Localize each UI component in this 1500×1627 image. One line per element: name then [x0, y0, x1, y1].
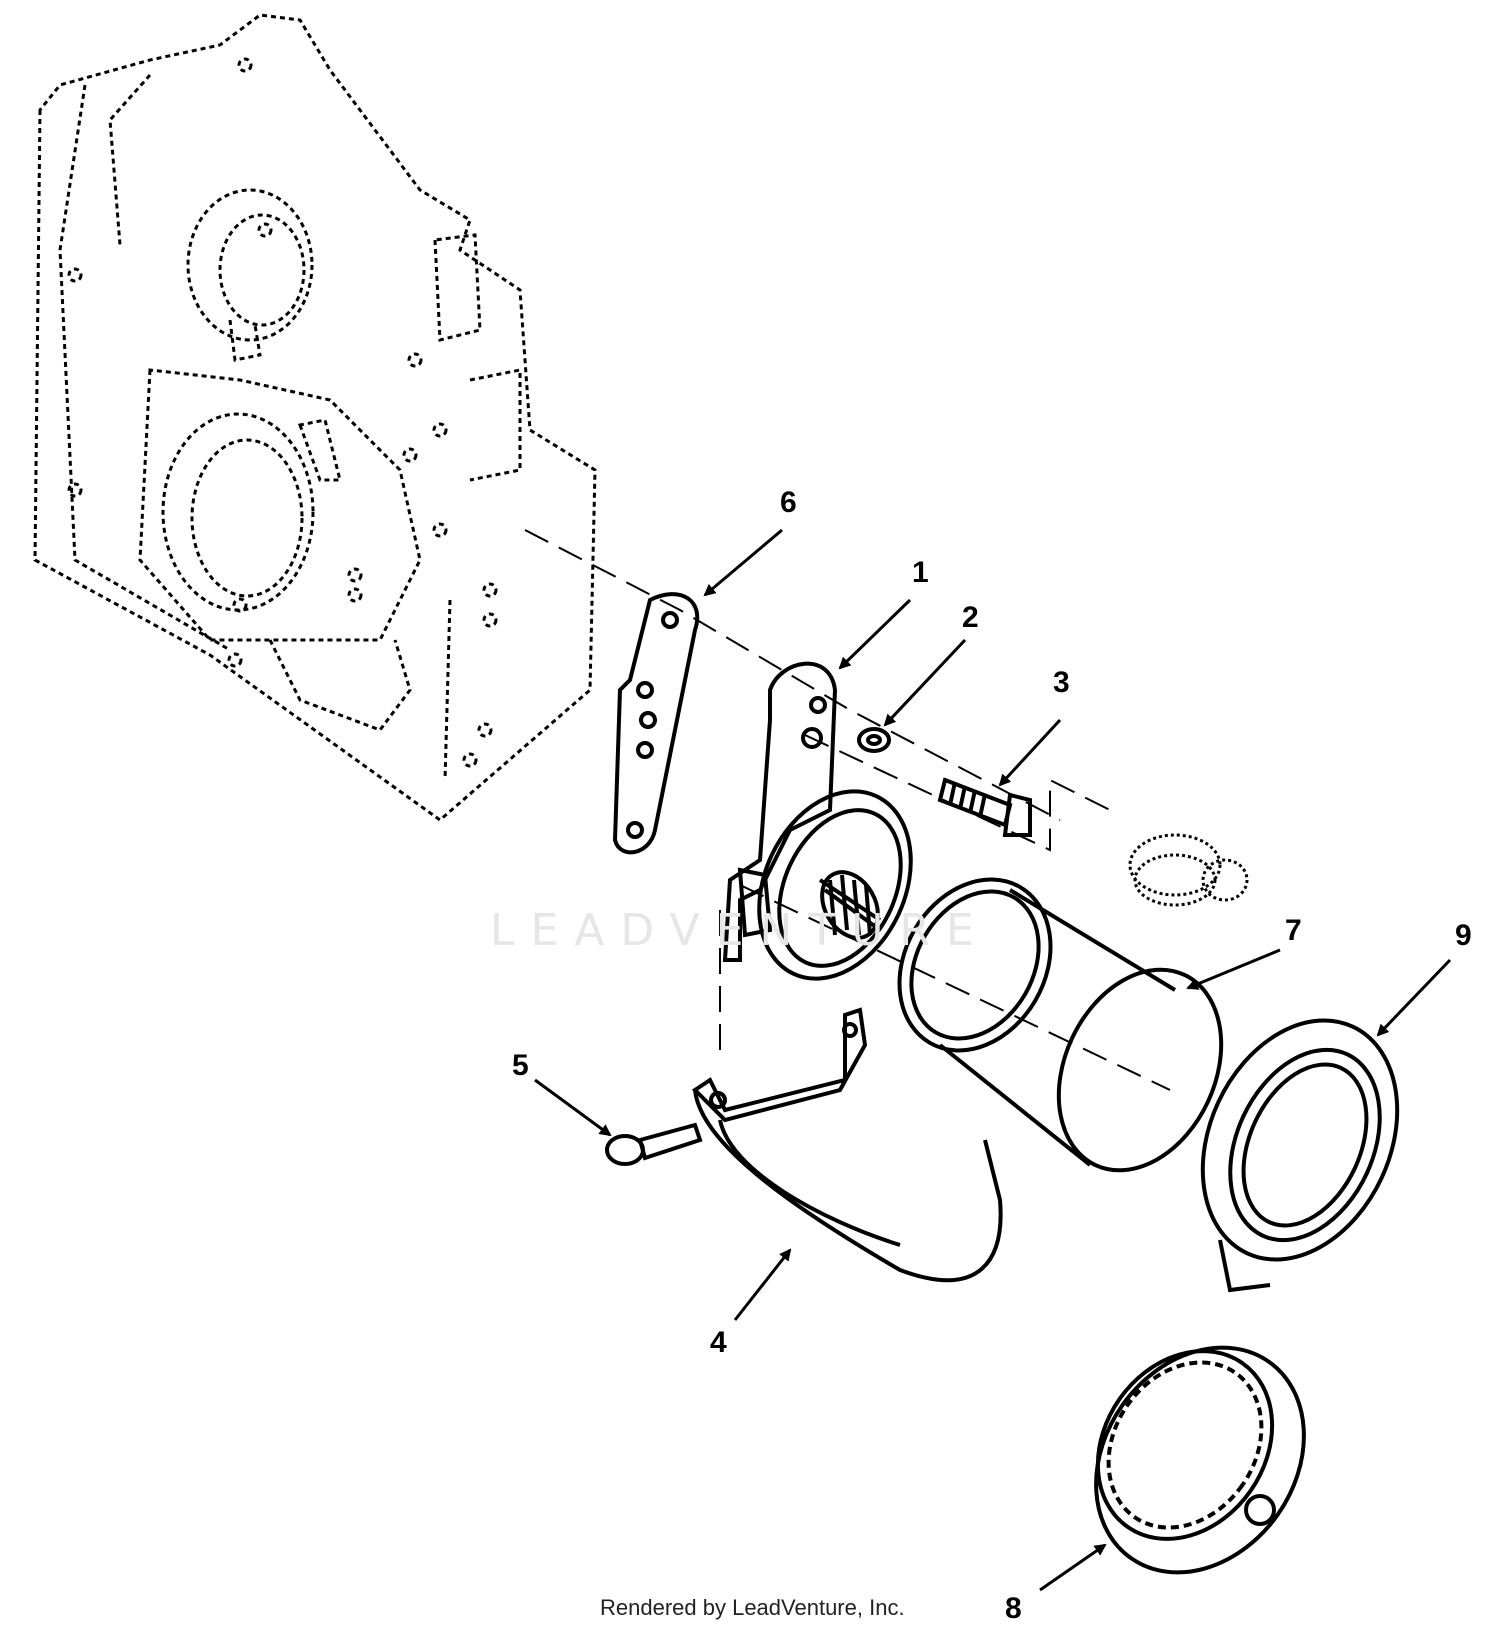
arrow-6 — [703, 528, 783, 597]
footer-credit: Rendered by LeadVenture, Inc. — [600, 1595, 905, 1620]
washer-part-2 — [857, 727, 891, 753]
callout-5: 5 — [512, 1049, 529, 1082]
fitting — [1128, 833, 1249, 907]
filter-cap-part-8 — [1094, 1345, 1306, 1575]
oil-filter-adapter-part-1 — [722, 661, 913, 981]
arrow-4 — [733, 1248, 792, 1321]
arrow-7 — [1186, 948, 1281, 990]
callout-arrows — [534, 528, 1452, 1592]
seal-ring-part-9 — [1200, 1018, 1400, 1293]
arrow-9 — [1376, 958, 1452, 1037]
assembly-centerlines — [524, 529, 1171, 1091]
arrow-2 — [883, 638, 967, 727]
filter-shield-part-4 — [691, 1007, 1003, 1283]
oil-filter-part-7 — [897, 877, 1224, 1173]
arrow-3 — [998, 718, 1062, 787]
callout-1: 1 — [912, 556, 929, 589]
arrow-1 — [838, 598, 912, 670]
callout-4: 4 — [710, 1326, 727, 1359]
callout-2: 2 — [962, 601, 979, 634]
callout-6: 6 — [780, 486, 797, 519]
callout-8: 8 — [1005, 1592, 1022, 1625]
arrow-5 — [534, 1078, 612, 1137]
leadventure-watermark: LEADVENTURE — [490, 905, 990, 956]
arrow-8 — [1039, 1543, 1107, 1592]
callout-3: 3 — [1053, 666, 1070, 699]
callout-7: 7 — [1285, 914, 1302, 947]
engine-housing-phantom — [33, 13, 597, 822]
callout-9: 9 — [1455, 919, 1472, 952]
bolt-part-3 — [937, 777, 1032, 837]
screw-part-5 — [605, 1122, 703, 1166]
gasket-part-6 — [612, 592, 700, 855]
